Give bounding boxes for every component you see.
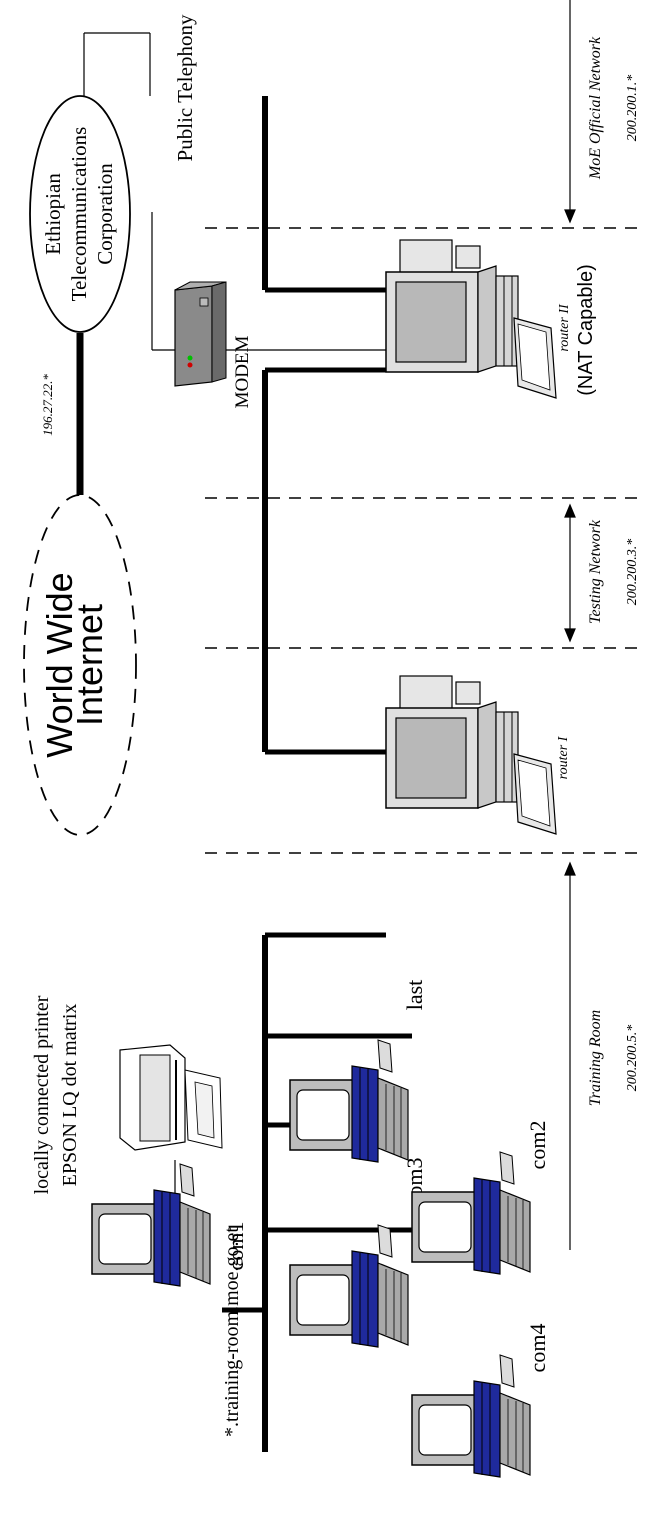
printer-icon — [119, 1044, 223, 1151]
last-label: last — [402, 980, 427, 1011]
training-ip-label: 200.200.5.* — [625, 1025, 640, 1092]
com2-label: com2 — [525, 1121, 550, 1170]
range-arrows — [564, 0, 576, 1250]
training-room-label: Training Room — [587, 1010, 604, 1106]
svg-text:World Wide: World Wide — [39, 572, 80, 757]
domain-label: *.training-room.moe.go.et — [221, 1227, 243, 1437]
internet-cloud — [23, 494, 137, 836]
modem-label: MODEM — [232, 335, 253, 408]
router-2-nat-label: (NAT Capable) — [575, 264, 597, 396]
pc-last-icon — [289, 1039, 409, 1163]
router-2-icon — [385, 239, 557, 399]
etc-node — [29, 95, 131, 333]
com4-label: com4 — [525, 1324, 550, 1373]
pc-com2-icon — [411, 1151, 531, 1275]
pc-com1-icon — [91, 1163, 211, 1287]
com1-label: com1 — [223, 1222, 248, 1271]
cables — [76, 32, 412, 1452]
printer-label-line2: EPSON LQ dot matrix — [59, 1004, 81, 1187]
network-boundaries — [205, 227, 646, 854]
svg-text:Internet: Internet — [69, 604, 110, 726]
etc-label-line3: Corporation — [93, 163, 117, 265]
etc-ip-label: 196.27.22.* — [40, 374, 55, 436]
modem-icon — [174, 281, 227, 387]
etc-label-line1: Ethiopian — [41, 173, 65, 255]
internet-label: World Wide Internet — [39, 572, 110, 757]
router-2-label: router II — [557, 303, 572, 352]
pc-com3-icon — [289, 1224, 409, 1348]
moe-ip-label: 200.200.1.* — [625, 75, 640, 142]
moe-network-label: MoE Official Network — [587, 36, 604, 180]
etc-label-line2: Telecommunications — [67, 127, 91, 302]
testing-ip-label: 200.200.3.* — [625, 539, 640, 606]
printer-label-line1: locally connected printer — [31, 995, 53, 1194]
pc-com4-icon — [411, 1354, 531, 1478]
testing-network-label: Testing Network — [587, 519, 604, 624]
router-1-icon — [385, 675, 557, 835]
public-telephony-label: Public Telephony — [173, 14, 197, 161]
router-1-label: router I — [556, 735, 571, 779]
